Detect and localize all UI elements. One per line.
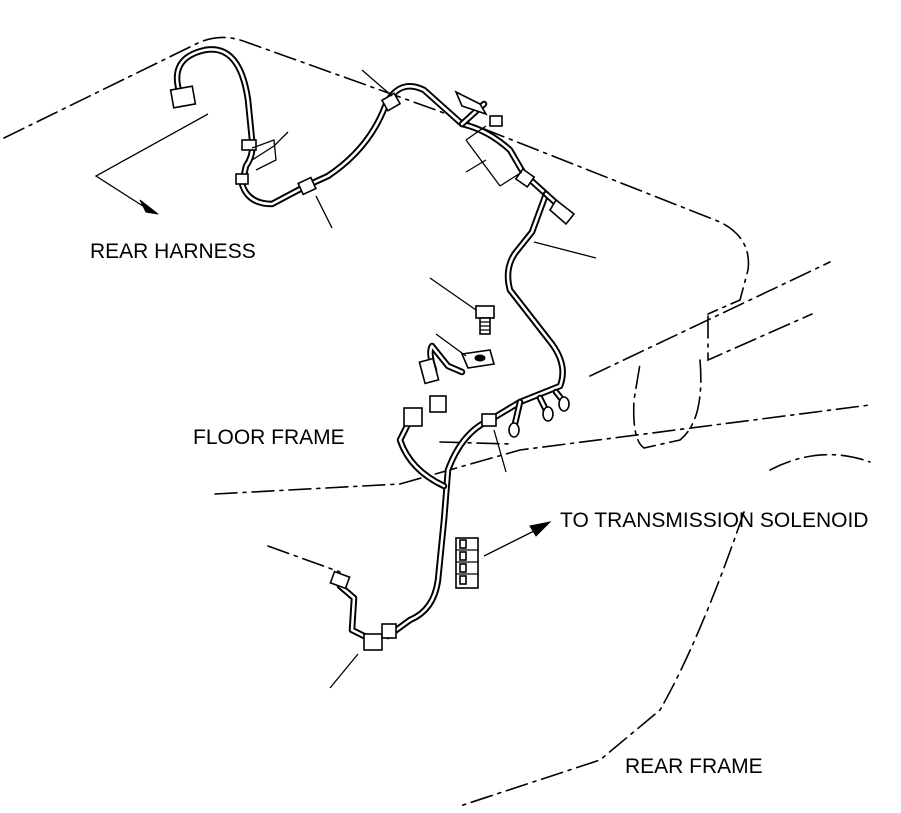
rear-harness-label: REAR HARNESS [90,240,256,263]
bolt-icon [460,305,496,369]
transmission-arrow [483,521,552,557]
floor-frame-outline [3,36,871,495]
rear-frame-label: REAR FRAME [625,755,763,778]
leader-lines [251,69,597,689]
sensor-icon [329,90,576,590]
solenoid-connector-stack [455,537,479,589]
transmission-solenoid-label: TO TRANSMISSION SOLENOID [560,509,868,532]
arrow-icon [529,521,552,537]
connector-icon [169,85,570,651]
floor-frame-label: FLOOR FRAME [193,426,345,449]
arrow-icon [139,199,159,215]
rear-harness-arrow [94,113,209,215]
wire-harness-main [173,46,570,644]
clamp-icon [235,92,536,427]
rear-frame-outline [267,441,871,807]
